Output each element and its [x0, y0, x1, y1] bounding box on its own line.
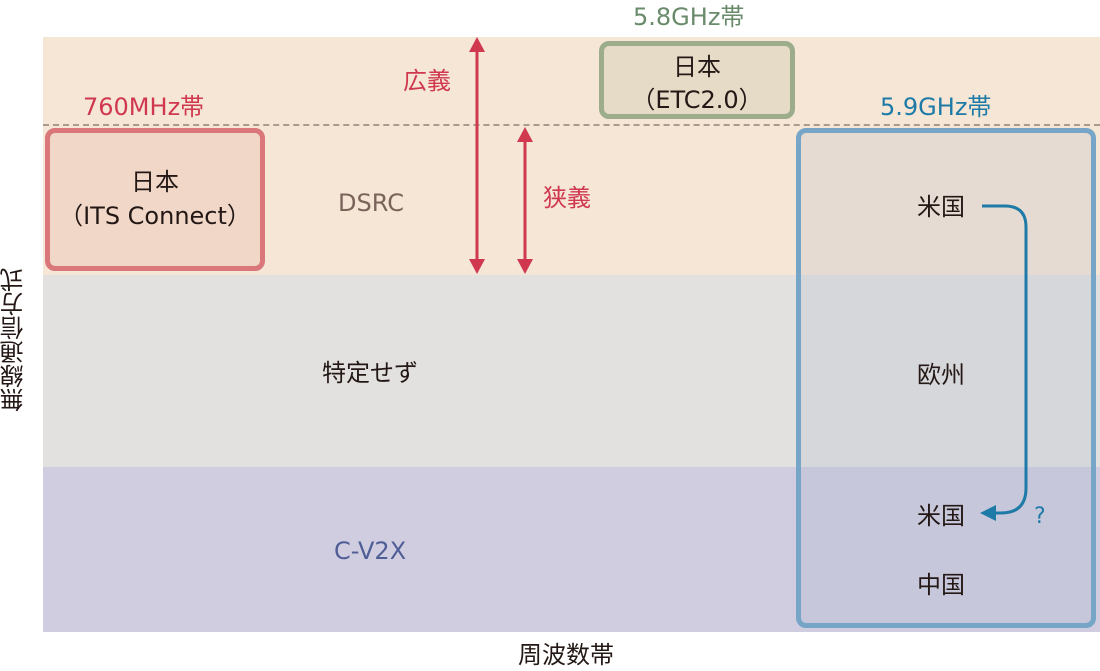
band-label-unspecified: 特定せず	[322, 359, 418, 387]
transition-question-mark: ?	[1034, 504, 1046, 529]
etc-system: （ETC2.0）	[631, 86, 763, 114]
etc-country: 日本	[673, 53, 721, 81]
label-narrow-definition: 狭義	[543, 184, 591, 212]
freq-label-760mhz: 760MHz帯	[83, 93, 205, 121]
broad-definition-arrow	[469, 37, 485, 274]
narrow-definition-divider	[43, 124, 1100, 126]
label-broad-definition: 広義	[403, 67, 451, 95]
band-label-cv2x: C-V2X	[334, 537, 407, 565]
region-eu: 欧州	[917, 361, 965, 389]
box-japan-its-connect	[45, 128, 265, 271]
us-transition-arrow	[980, 204, 1028, 521]
x-axis-label: 周波数帯	[518, 641, 614, 669]
band-unspecified	[43, 275, 1100, 467]
freq-label-59ghz: 5.9GHz帯	[880, 93, 992, 121]
narrow-definition-arrow	[517, 127, 533, 274]
its-country: 日本	[131, 168, 179, 196]
region-us-cv2x: 米国	[917, 502, 965, 530]
its-system: （ITS Connect）	[59, 202, 251, 230]
box-japan-etc2	[599, 41, 795, 119]
band-cv2x	[43, 467, 1100, 632]
region-china: 中国	[917, 571, 965, 599]
box-59ghz	[796, 128, 1096, 628]
region-us-dsrc: 米国	[917, 193, 965, 221]
freq-label-58ghz: 5.8GHz帯	[633, 3, 745, 31]
y-axis-label: 無線通信方式	[0, 268, 28, 412]
band-label-dsrc: DSRC	[338, 189, 404, 217]
